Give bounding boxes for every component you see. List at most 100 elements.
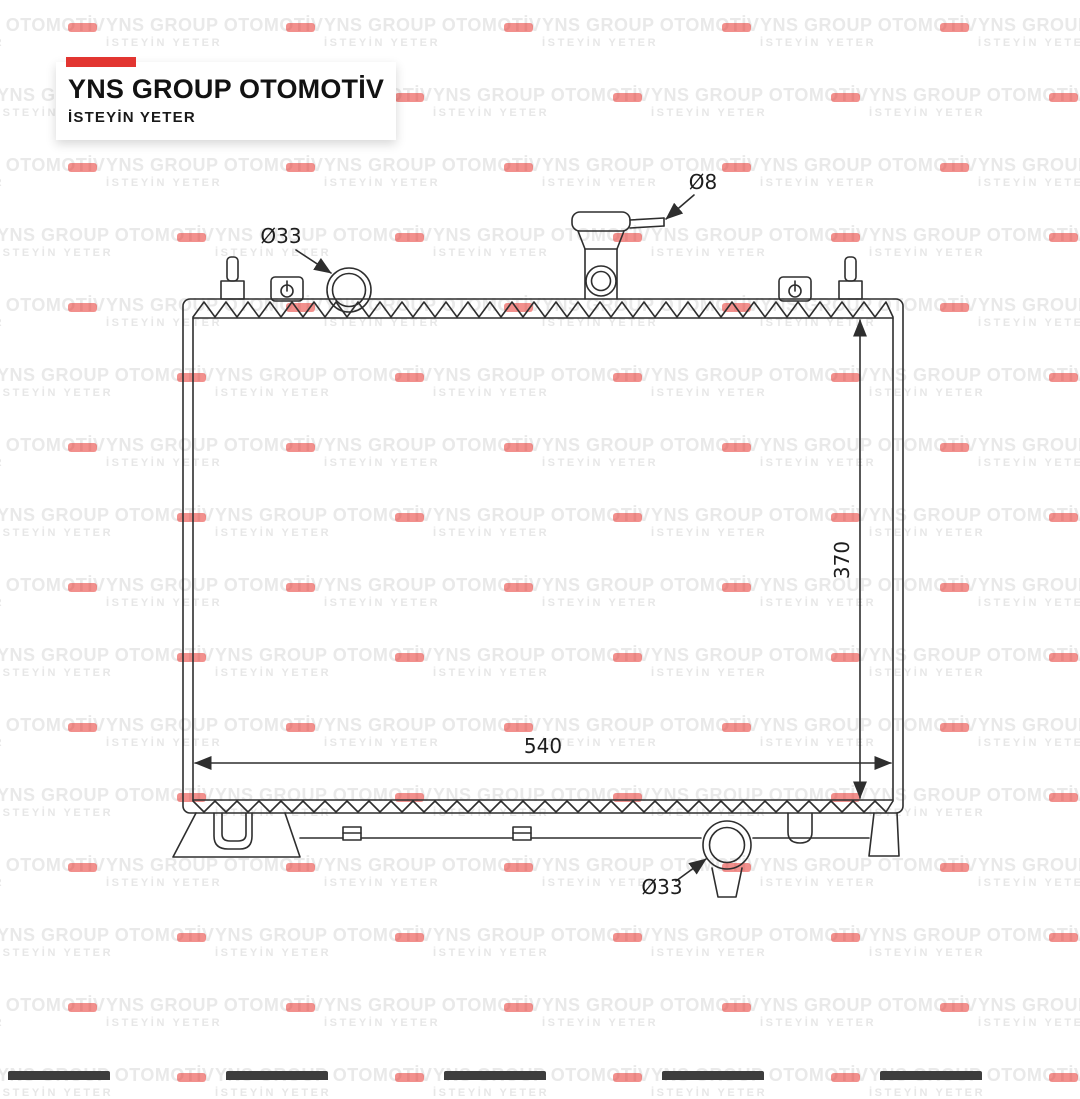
watermark-tagline-text: İSTEYİN YETER: [215, 526, 332, 539]
watermark-brand-text: YNS GROUP OTOMOTİV: [651, 85, 869, 105]
watermark-brand-text: YNS GROUP OTOMOTİV: [0, 505, 215, 525]
watermark-red-pill: [831, 93, 860, 102]
watermark-tagline-text: İSTEYİN YETER: [542, 736, 659, 749]
label-core-height: 370: [830, 541, 854, 579]
watermark-tagline-text: İSTEYİN YETER: [215, 246, 332, 259]
watermark-tagline-text: İSTEYİN YETER: [651, 386, 768, 399]
watermark-red-pill: [722, 583, 751, 592]
brand-name: YNS GROUP OTOMOTİV: [68, 74, 385, 104]
watermark-tagline-text: İSTEYİN YETER: [0, 37, 105, 49]
watermark-brand-text: YNS GROUP OTOMOTİV: [760, 715, 978, 735]
watermark-brand-text: YNS GROUP OTOMOTİV: [433, 365, 651, 385]
watermark-red-pill: [831, 373, 860, 382]
watermark-tagline-text: İSTEYİN YETER: [106, 876, 223, 889]
watermark-red-pill: [831, 513, 860, 522]
watermark-tagline-text: İSTEYİN YETER: [106, 1016, 223, 1029]
watermark-red-pill: [722, 23, 751, 32]
watermark-brand-text: YNS GROUP OTOMOTİV: [542, 575, 760, 595]
watermark-tagline-text: İSTEYİN YETER: [215, 666, 332, 679]
watermark-brand-text: YNS GROUP OTOMOTİV: [869, 505, 1080, 525]
watermark-red-pill: [722, 443, 751, 452]
watermark-tagline-text: İSTEYİN YETER: [760, 316, 877, 329]
watermark-brand-text: YNS GROUP OTOMOTİV: [978, 155, 1080, 175]
watermark-red-pill: [613, 653, 642, 662]
watermark-brand-text: YNS GROUP OTOMOTİV: [106, 435, 324, 455]
watermark-brand-text: YNS GROUP OTOMOTİV: [978, 435, 1080, 455]
watermark-brand-text: YNS GROUP OTOMOTİV: [106, 155, 324, 175]
watermark-cut-bar: [880, 1071, 982, 1080]
watermark-brand-text: YNS GROUP OTOMOTİV: [978, 995, 1080, 1015]
watermark-brand-text: YNS GROUP OTOMOTİV: [324, 15, 542, 35]
watermark-tagline-text: İSTEYİN YETER: [106, 316, 223, 329]
watermark-tagline-text: İSTEYİN YETER: [324, 36, 441, 49]
watermark-red-pill: [1049, 373, 1078, 382]
watermark-brand-text: YNS GROUP OTOMOTİV: [324, 855, 542, 875]
watermark-brand-text: YNS GROUP OTOMOTİV: [433, 85, 651, 105]
watermark-red-pill: [68, 723, 97, 732]
watermark-brand-text: YNS GROUP OTOMOTİV: [542, 435, 760, 455]
watermark-tagline-text: İSTEYİN YETER: [106, 596, 223, 609]
watermark-tagline-text: İSTEYİN YETER: [215, 946, 332, 959]
watermark-tagline-text: İSTEYİN YETER: [869, 386, 986, 399]
watermark-brand-text: YNS GROUP OTOMOTİV: [978, 575, 1080, 595]
watermark-brand-text: YNS GROUP OTOMOTİV: [542, 715, 760, 735]
watermark-tagline-text: İSTEYİN YETER: [106, 736, 223, 749]
watermark-red-pill: [940, 163, 969, 172]
watermark-brand-text: YNS GROUP OTOMOTİV: [651, 925, 869, 945]
watermark-brand-text: YNS GROUP OTOMOTİV: [978, 715, 1080, 735]
watermark-tagline-text: İSTEYİN YETER: [542, 316, 659, 329]
watermark-red-pill: [831, 233, 860, 242]
watermark-brand-text: YNS GROUP OTOMOTİV: [106, 15, 324, 35]
watermark-red-pill: [177, 513, 206, 522]
watermark-brand-text: YNS GROUP OTOMOTİV: [324, 715, 542, 735]
watermark-red-pill: [68, 163, 97, 172]
watermark-tagline-text: İSTEYİN YETER: [433, 946, 550, 959]
watermark-red-pill: [395, 513, 424, 522]
watermark-brand-text: YNS GROUP OTOMOTİV: [215, 225, 433, 245]
watermark-red-pill: [68, 443, 97, 452]
watermark-tagline-text: İSTEYİN YETER: [433, 106, 550, 119]
watermark-tagline-text: İSTEYİN YETER: [542, 36, 659, 49]
watermark-brand-text: YNS GROUP OTOMOTİV: [324, 575, 542, 595]
watermark-brand-text: YNS GROUP OTOMOTİV: [106, 295, 324, 315]
watermark-cut-bar: [226, 1071, 328, 1080]
watermark-tagline-text: İSTEYİN YETER: [978, 176, 1080, 189]
watermark-brand-text: YNS GROUP OTOMOTİV: [215, 645, 433, 665]
watermark-tagline-text: İSTEYİN YETER: [978, 876, 1080, 889]
watermark-red-pill: [504, 1003, 533, 1012]
watermark-red-pill: [613, 1073, 642, 1082]
watermark-red-pill: [504, 163, 533, 172]
watermark-red-pill: [940, 443, 969, 452]
watermark-tagline-text: İSTEYİN YETER: [324, 736, 441, 749]
watermark-red-pill: [504, 23, 533, 32]
watermark-red-pill: [286, 1003, 315, 1012]
watermark-tagline-text: İSTEYİN YETER: [324, 456, 441, 469]
watermark-red-pill: [504, 583, 533, 592]
label-inlet-diameter: Ø33: [260, 224, 301, 248]
watermark-red-pill: [286, 23, 315, 32]
watermark-tagline-text: İSTEYİN YETER: [106, 456, 223, 469]
